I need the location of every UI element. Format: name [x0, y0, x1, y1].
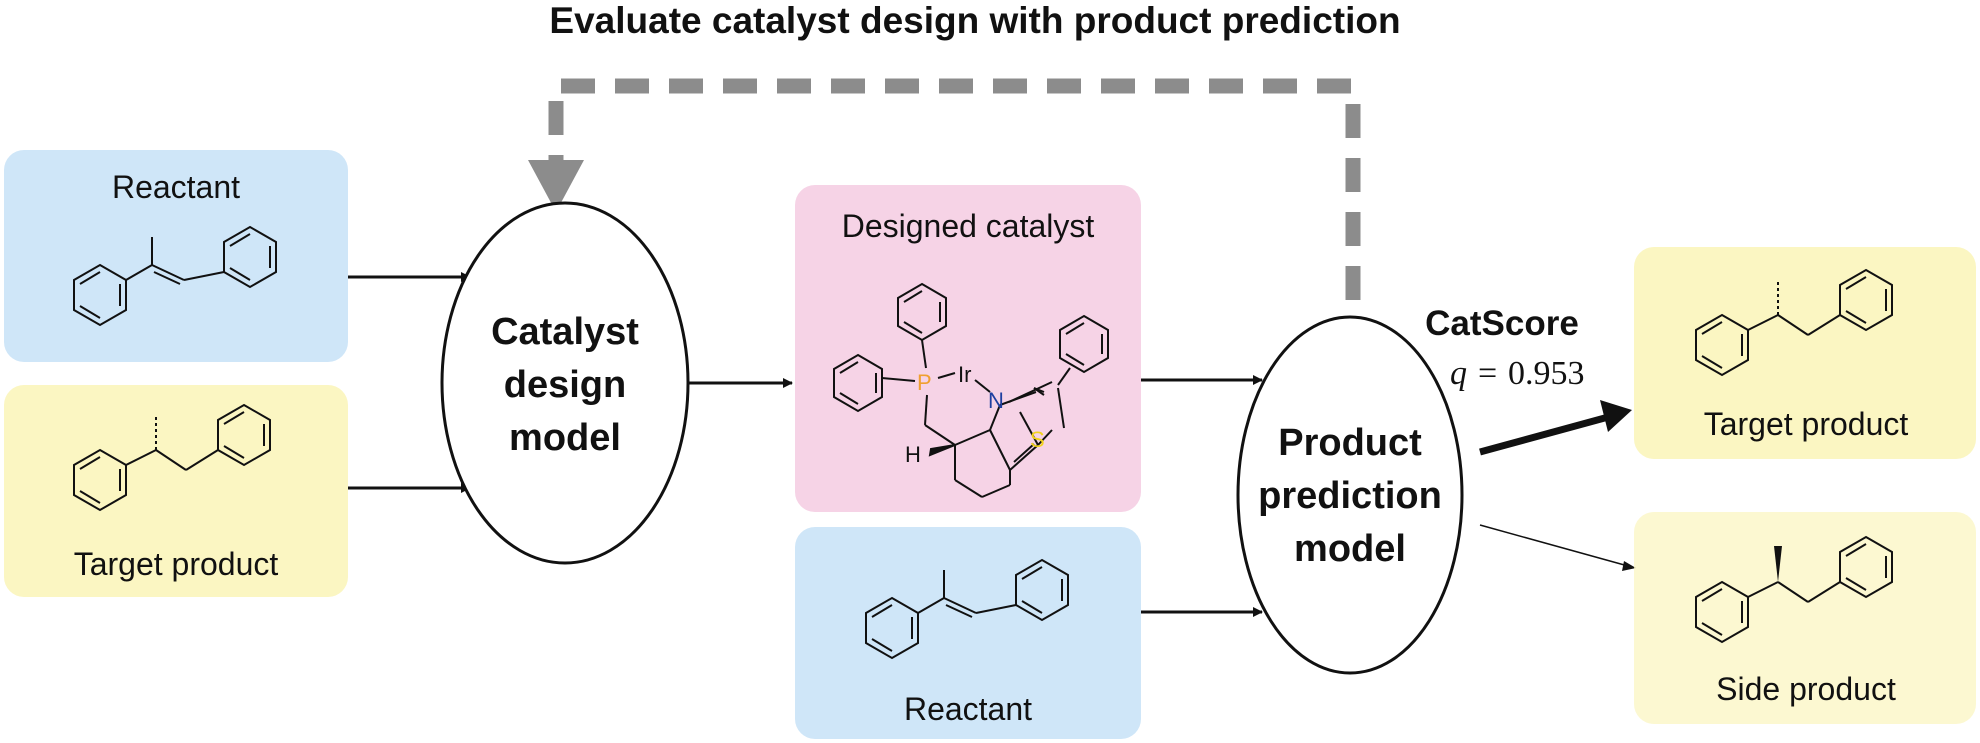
catscore-label: CatScore: [1425, 304, 1579, 343]
designed-catalyst-label: Designed catalyst: [842, 208, 1095, 244]
atom-ir: Ir: [958, 362, 971, 387]
target-molecule: [73, 403, 271, 512]
side-output-box: Side product: [1634, 512, 1976, 724]
catscore-eq: =: [1478, 355, 1497, 392]
prediction-model-line3: model: [1294, 528, 1406, 570]
reactant-molecule: [73, 225, 277, 327]
design-model-line1: Catalyst: [491, 311, 639, 353]
reactant-2-label: Reactant: [904, 691, 1032, 727]
reactant-input-box: Reactant: [4, 150, 348, 362]
atom-n: N: [988, 388, 1004, 413]
target-output-box: Target product: [1634, 247, 1976, 459]
catscore-value: 0.953: [1508, 355, 1585, 392]
reactant-box-2: Reactant: [795, 527, 1141, 739]
side-output-label: Side product: [1716, 671, 1896, 707]
target-output-label: Target product: [1704, 406, 1909, 442]
side-output-molecule: [1695, 535, 1893, 644]
arrow-to-side-product: [1479, 524, 1636, 571]
target-output-molecule: [1695, 268, 1893, 377]
prediction-model-line1: Product: [1278, 422, 1422, 464]
prediction-model-line2: prediction: [1258, 475, 1442, 517]
product-prediction-model: Product prediction model: [1236, 315, 1464, 675]
atom-h: H: [905, 442, 921, 467]
target-input-box: Target product: [4, 385, 348, 597]
design-model-line3: model: [509, 417, 621, 459]
reactant-label: Reactant: [112, 169, 240, 205]
atom-s: S: [1030, 427, 1045, 452]
target-input-label: Target product: [74, 546, 279, 582]
diagram-title: Evaluate catalyst design with product pr…: [549, 0, 1400, 41]
designed-catalyst-box: Designed catalyst: [795, 185, 1141, 512]
catscore-var: q: [1450, 355, 1467, 392]
reactant-molecule-2: [865, 558, 1069, 660]
catalyst-molecule: [833, 282, 1109, 498]
feedback-arrow: [528, 78, 1361, 300]
atom-p: P: [917, 370, 932, 395]
design-model-line2: design: [504, 364, 626, 406]
catalyst-design-model: Catalyst design model: [440, 201, 690, 565]
arrow-to-target-product: [1479, 400, 1632, 456]
